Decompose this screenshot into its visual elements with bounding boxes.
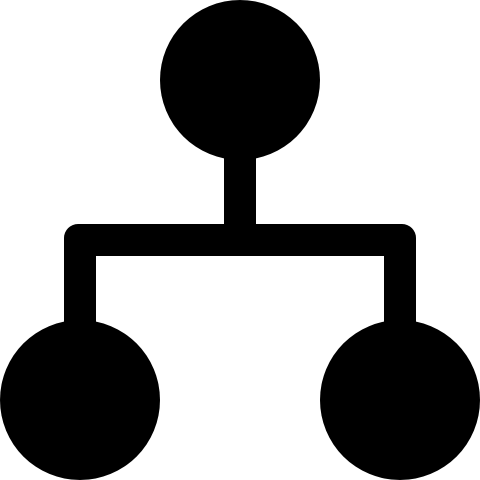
branch-connector: [64, 224, 416, 332]
left-child-node: [0, 320, 160, 480]
stem-connector: [224, 150, 256, 234]
top-node: [160, 0, 320, 160]
right-child-node: [320, 320, 480, 480]
